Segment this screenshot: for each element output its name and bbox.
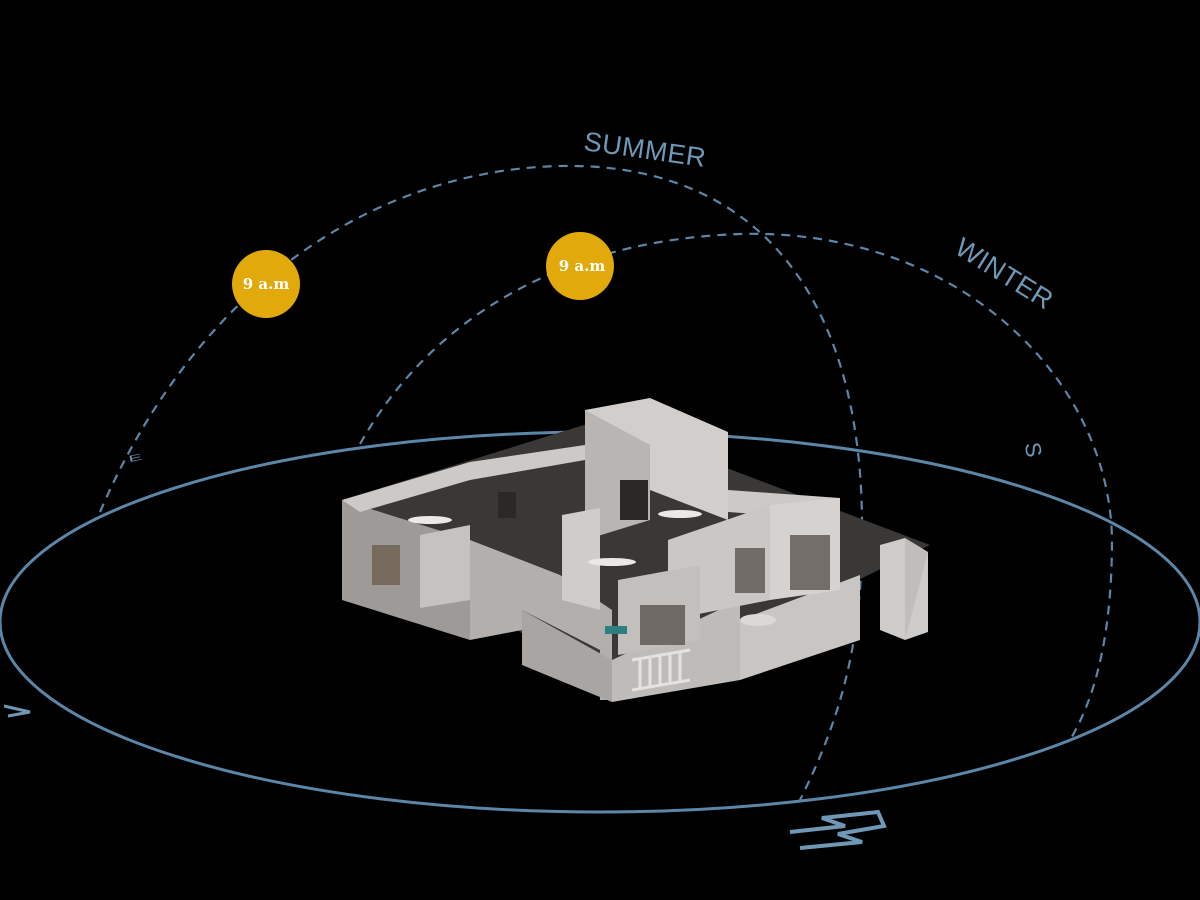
sun-icon (232, 250, 300, 318)
north-letter-shape (3, 704, 31, 718)
front-wall (522, 610, 612, 702)
west-direction-marker (789, 809, 887, 850)
winter-sun-time-label: 9 a.m (559, 257, 606, 275)
winter-sun-path (359, 232, 1114, 741)
south-letter: S (1020, 440, 1047, 459)
winter-label: WINTER (950, 232, 1059, 315)
summer-sun-time-label: 9 a.m (243, 275, 290, 293)
back-wall (342, 445, 585, 512)
apartment-model (342, 398, 930, 702)
north-direction-marker (3, 704, 31, 718)
east-letter: E (128, 452, 143, 464)
balcony-railing (631, 648, 691, 692)
sun-icon (546, 232, 614, 300)
summer-9am-sun: 9 a.m (232, 250, 300, 318)
west-letter-shape (789, 809, 887, 850)
south-direction-marker: S (1020, 440, 1047, 459)
east-direction-marker: E (128, 452, 143, 464)
winter-9am-sun: 9 a.m (546, 232, 614, 300)
tall-back-block (585, 398, 728, 520)
summer-label: SUMMER (582, 126, 708, 173)
floor-slab (342, 420, 930, 700)
